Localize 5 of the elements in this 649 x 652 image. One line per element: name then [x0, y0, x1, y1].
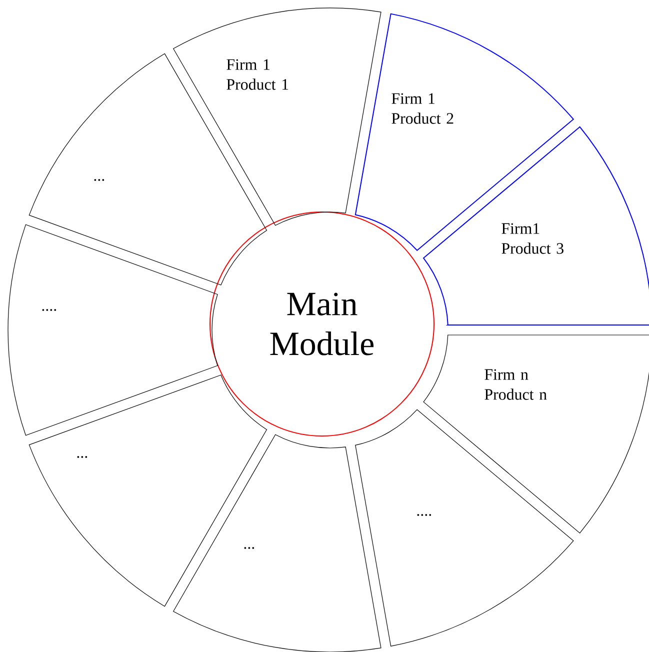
ring-segment: Firm 1 Product 1 — [173, 8, 382, 226]
ring-segment: .... — [355, 409, 574, 646]
ring-segment: ... — [173, 434, 382, 652]
ring-segment: Firm1 Product 3 — [423, 126, 649, 326]
ring-segment: .... — [8, 224, 218, 436]
